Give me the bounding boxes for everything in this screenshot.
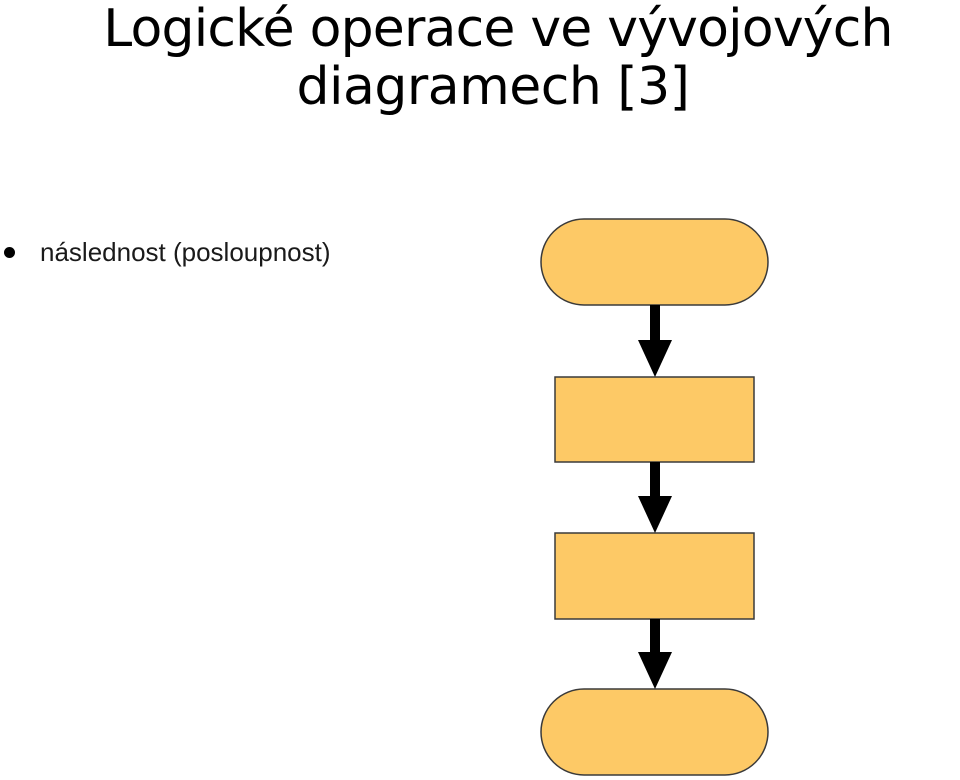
arrow-shaft <box>650 305 660 343</box>
flowchart-arrow-start-to-step1 <box>638 305 672 377</box>
arrow-shaft <box>650 462 660 499</box>
title-line-1: Logické operace ve vývojových <box>103 0 893 59</box>
flowchart-node-start <box>540 218 769 306</box>
flowchart-node-step2 <box>554 532 755 620</box>
flowchart-arrow-step1-to-step2 <box>638 462 672 533</box>
arrow-head <box>638 496 672 533</box>
arrow-head <box>638 340 672 377</box>
arrow-shaft <box>650 619 660 655</box>
flowchart-node-end <box>540 688 769 776</box>
bullet-dot-icon <box>4 247 15 258</box>
slide-title: Logické operace ve vývojových diagramech… <box>0 0 960 116</box>
bullet-item-sequence: následnost (posloupnost) <box>0 232 331 272</box>
flowchart-arrow-step2-to-end <box>638 619 672 689</box>
flowchart-node-step1 <box>554 376 755 463</box>
bullet-list: následnost (posloupnost) <box>0 232 331 272</box>
arrow-head <box>638 652 672 689</box>
title-line-2: diagramech [3] <box>296 57 690 118</box>
bullet-text: následnost (posloupnost) <box>40 237 331 267</box>
